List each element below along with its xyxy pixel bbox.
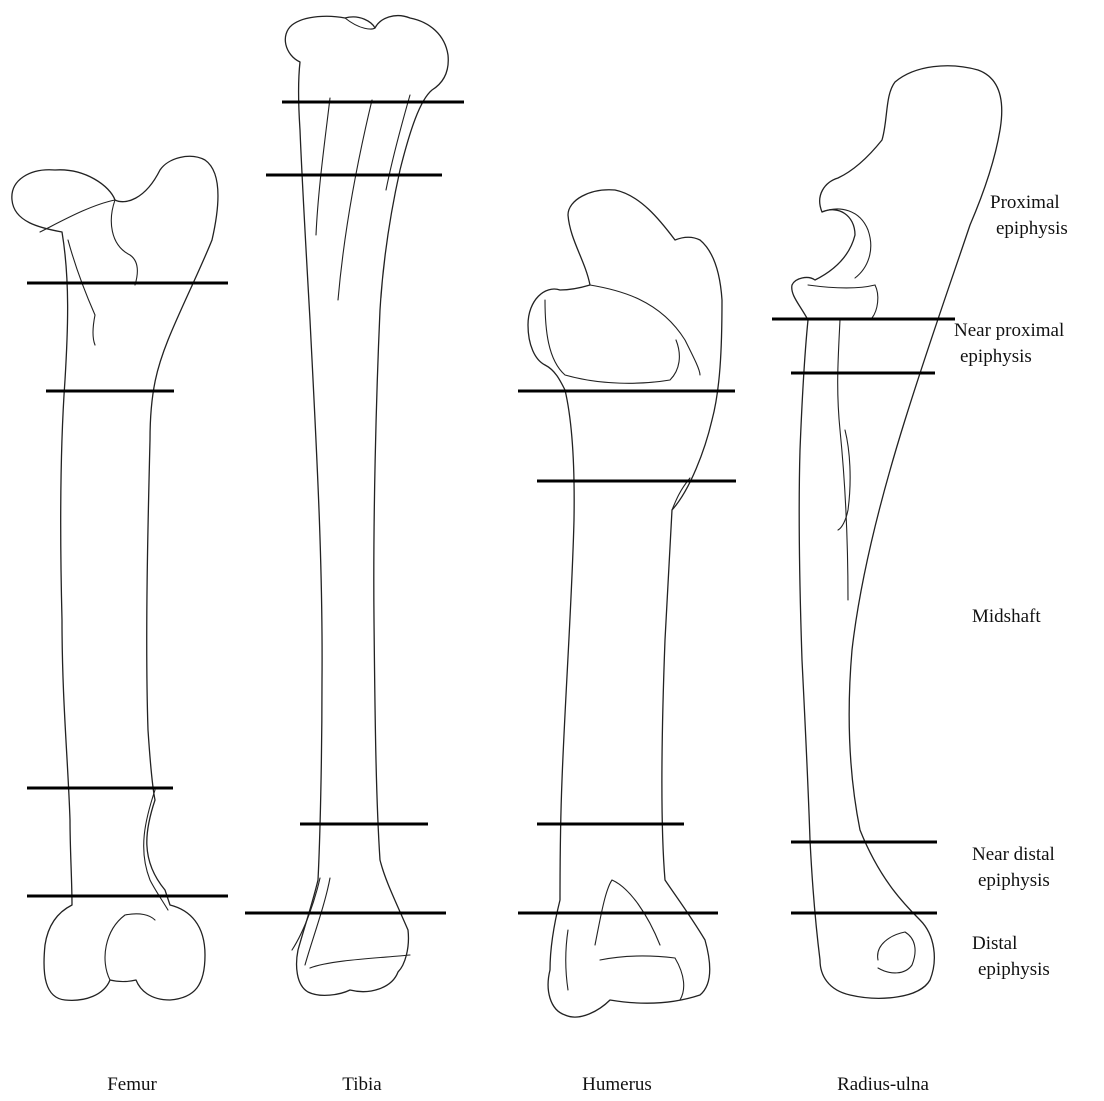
humerus-deltoid-line <box>672 478 690 510</box>
femur-head-line <box>40 200 115 232</box>
label-tibia: Tibia <box>282 1072 442 1098</box>
humerus-drawing <box>528 190 722 1017</box>
humerus-outline <box>528 190 722 1017</box>
label-distal-epiphysis-line-2: epiphysis <box>972 957 1050 983</box>
label-near-proximal-epiphysis-line-1: Near proximal <box>954 318 1064 344</box>
label-proximal-epiphysis-line-2: epiphysis <box>990 216 1068 242</box>
tibia-distal-line <box>310 955 410 968</box>
radius-ulna-outline <box>792 66 1002 998</box>
humerus-condyle-line-2 <box>566 930 568 990</box>
femur-condyle-line <box>105 914 155 980</box>
tibia-fibula-line <box>305 878 330 965</box>
tibia-drawing <box>285 16 448 996</box>
tibia-outline <box>285 16 448 996</box>
label-near-distal-epiphysis-line-1: Near distal <box>972 842 1055 868</box>
radius-head-line <box>808 285 878 318</box>
femur-neck-line <box>111 200 137 285</box>
ulna-notch-line <box>822 209 871 278</box>
radius-ulna-drawing <box>792 66 1002 998</box>
femur-trochanter-line <box>68 240 95 345</box>
label-humerus: Humerus <box>537 1072 697 1098</box>
humerus-head-line <box>545 300 679 383</box>
tibia-ridge-1 <box>316 98 330 235</box>
humerus-trochlea-line <box>600 956 684 1000</box>
radius-edge-line <box>838 320 848 600</box>
styloid-line <box>878 932 915 973</box>
humerus-tubercle-line <box>590 285 700 375</box>
label-radius-ulna: Radius-ulna <box>803 1072 963 1098</box>
tibia-ridge-2 <box>338 100 372 300</box>
label-near-proximal-epiphysis-line-2: epiphysis <box>954 344 1064 370</box>
label-proximal-epiphysis-line-1: Proximal <box>990 190 1068 216</box>
label-midshaft: Midshaft <box>972 604 1041 630</box>
label-near-distal-epiphysis-line-2: epiphysis <box>972 868 1055 894</box>
label-femur: Femur <box>52 1072 212 1098</box>
label-distal-epiphysis-line-1: Distal <box>972 931 1050 957</box>
